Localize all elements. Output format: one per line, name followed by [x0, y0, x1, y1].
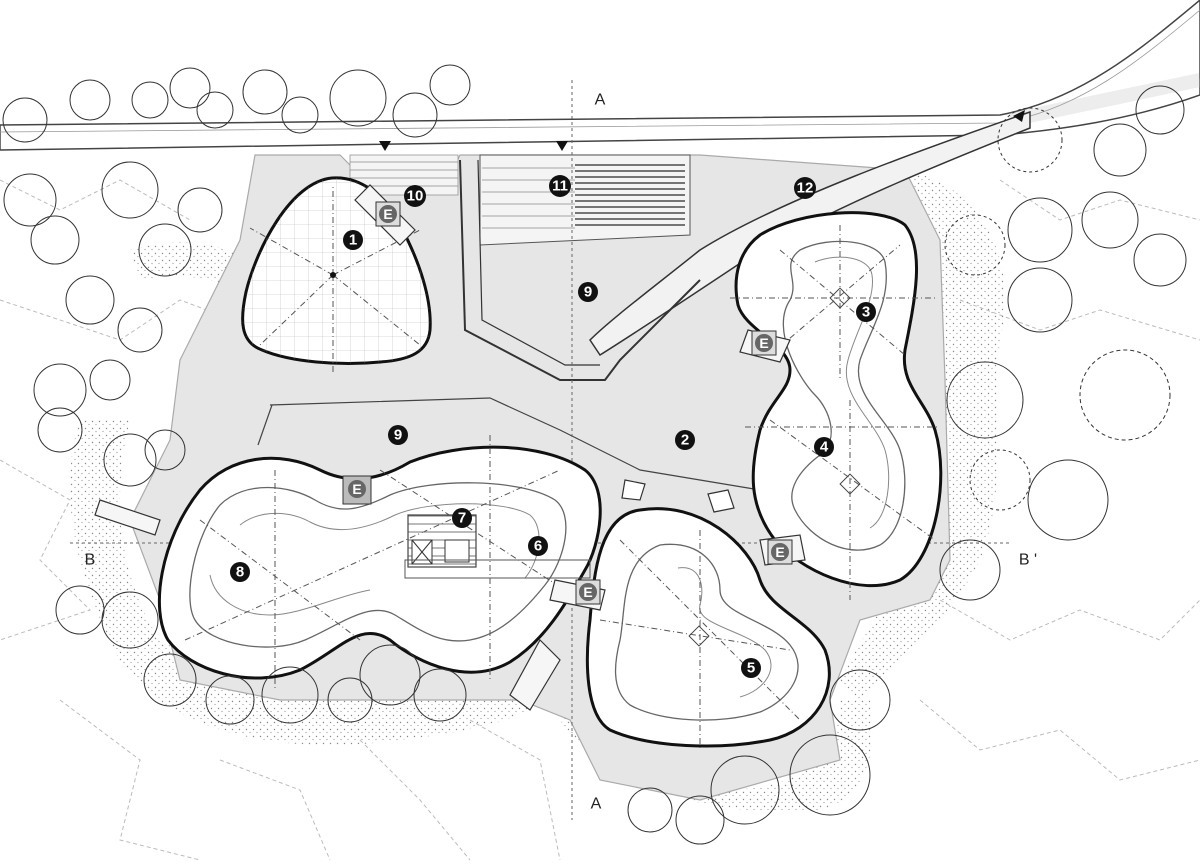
- zone-label-9-lower: 9: [394, 427, 402, 444]
- zone-labels: 1 2 3 4 5 6 7 8 9 9 10 11 12: [230, 175, 876, 678]
- elevator-icon-5: E: [775, 544, 784, 560]
- stair-tiers-11: [479, 154, 691, 246]
- elevator-icon-4: E: [583, 584, 592, 600]
- zone-label-2: 2: [681, 432, 689, 449]
- plaza-edge: [269, 397, 761, 491]
- small-structures: [621, 479, 735, 513]
- zone-label-11: 11: [552, 178, 568, 195]
- entry-arrows: [379, 110, 1025, 151]
- plaza-wall-inner: [477, 159, 600, 366]
- plaza-edge-2: [257, 404, 273, 446]
- elevator-icon-1: E: [383, 206, 392, 222]
- zone-label-5: 5: [747, 660, 755, 677]
- zone-label-7: 7: [458, 510, 466, 527]
- elevator-icon-3: E: [352, 481, 361, 497]
- section-marker-a-top: A: [595, 92, 606, 109]
- zone-label-3: 3: [862, 304, 870, 321]
- zone-label-1: 1: [349, 232, 357, 249]
- ramp-12: [589, 110, 1031, 357]
- zone-label-10: 10: [407, 188, 424, 205]
- zone-label-4: 4: [820, 439, 829, 456]
- trees: [2, 64, 1187, 845]
- pavilion-5: [585, 507, 831, 750]
- section-markers: A A B B ': [85, 92, 1037, 813]
- elevator-icon-2: E: [759, 335, 768, 351]
- zone-label-12: 12: [797, 180, 814, 197]
- pavilion-3-4: [730, 211, 943, 600]
- zone-label-8: 8: [236, 564, 244, 581]
- zone-label-9-upper: 9: [584, 284, 592, 301]
- section-marker-b-left: B: [85, 552, 96, 569]
- pavilion-6-8: [157, 435, 602, 690]
- plaza-wall: [459, 159, 701, 381]
- section-marker-a-bottom: A: [591, 796, 602, 813]
- zone-label-6: 6: [534, 538, 542, 555]
- elevator-badges: E E E E E: [342, 201, 793, 605]
- section-marker-b-right: B ': [1019, 552, 1037, 569]
